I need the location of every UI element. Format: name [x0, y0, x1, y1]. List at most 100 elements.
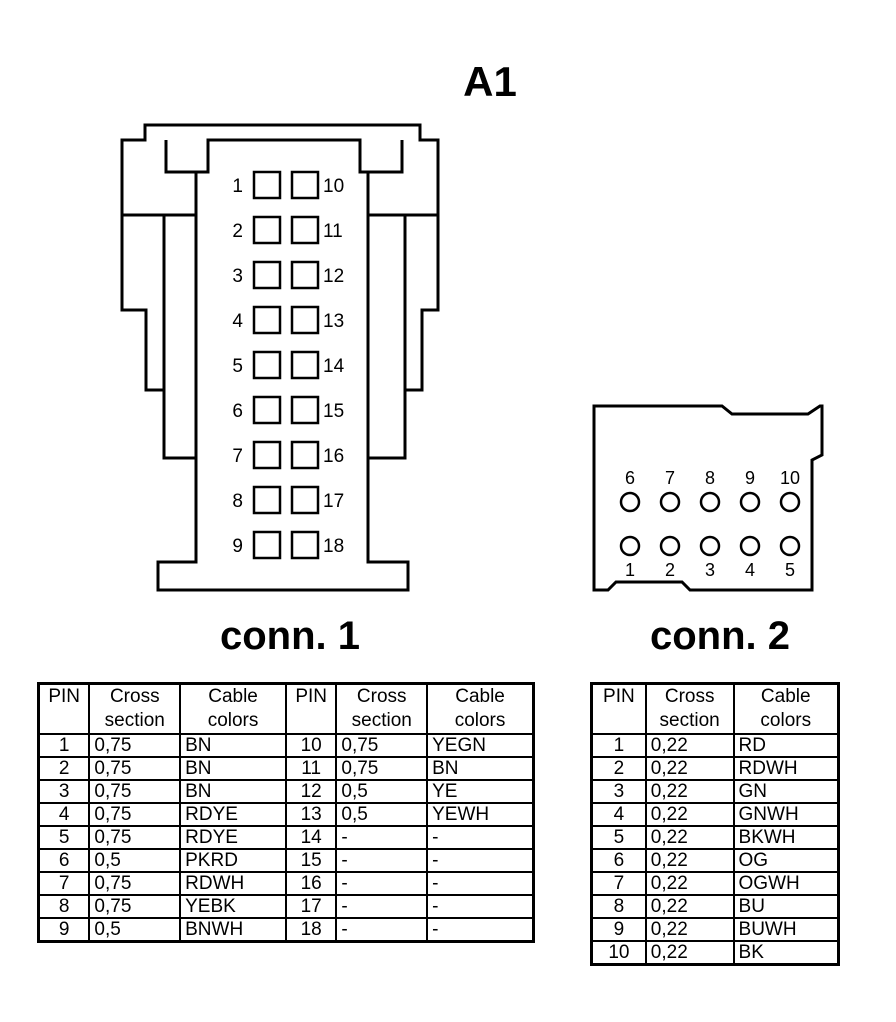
pin-number-label: 5 [785, 560, 795, 580]
pin-cell: 10 [284, 733, 338, 758]
pin-socket [252, 215, 282, 245]
pin-number-label: 5 [232, 356, 243, 377]
pin-number-label: 16 [323, 446, 344, 467]
pin-cell: 8 [37, 894, 91, 919]
pin-cell: 11 [284, 756, 338, 781]
cross-section-cell: 0,22 [644, 733, 735, 758]
pin-number-label: 11 [323, 221, 343, 242]
pin-cell: 2 [590, 756, 647, 781]
pin-socket [252, 440, 282, 470]
cross-section-cell: 0,5 [88, 917, 182, 943]
pin-cell: 16 [284, 871, 338, 896]
header-cross-section: Cross section [335, 682, 429, 735]
pin-cell: 4 [37, 802, 91, 827]
cross-section-cell: 0,5 [335, 779, 429, 804]
cross-section-cell: 0,5 [335, 802, 429, 827]
cable-color-cell: GN [732, 779, 840, 804]
pin-number-label: 1 [625, 560, 635, 580]
pin-number-label: 1 [232, 176, 243, 197]
cross-section-cell: 0,75 [88, 756, 182, 781]
cable-color-cell: BUWH [732, 917, 840, 942]
cross-section-cell: 0,75 [335, 733, 429, 758]
cable-color-cell: BNWH [179, 917, 287, 943]
cable-color-cell: BN [179, 733, 287, 758]
pin-number-label: 18 [323, 536, 344, 557]
cross-section-cell: 0,75 [88, 825, 182, 850]
pin-number-label: 2 [232, 221, 243, 242]
pin-socket [619, 491, 641, 513]
pin-number-label: 4 [745, 560, 755, 580]
pin-socket [252, 350, 282, 380]
pin-socket [252, 305, 282, 335]
pin-cell: 3 [37, 779, 91, 804]
pin-cell: 5 [590, 825, 647, 850]
pin-cell: 9 [590, 917, 647, 942]
header-cross-section: Cross section [88, 682, 182, 735]
header-cable-colors: Cable colors [732, 682, 840, 735]
pin-cell: 13 [284, 802, 338, 827]
pin-socket [779, 491, 801, 513]
connector-1-table: PIN Cross section Cable colors PIN Cross… [37, 682, 535, 943]
cable-color-cell: YEBK [179, 894, 287, 919]
pin-cell: 5 [37, 825, 91, 850]
cross-section-cell: 0,75 [88, 733, 182, 758]
pin-cell: 1 [37, 733, 91, 758]
pin-socket [739, 535, 761, 557]
table-header-row: PIN Cross section Cable colors [590, 682, 840, 735]
cable-color-cell: BN [426, 756, 535, 781]
cross-section-cell: 0,22 [644, 871, 735, 896]
cross-section-cell: - [335, 894, 429, 919]
pin-number-label: 8 [705, 468, 715, 488]
cable-color-cell: YEGN [426, 733, 535, 758]
pin-cell: 9 [37, 917, 91, 943]
pin-socket [779, 535, 801, 557]
pin-socket [290, 350, 320, 380]
pin-socket [619, 535, 641, 557]
pin-number-label: 6 [232, 401, 243, 422]
cross-section-cell: 0,75 [88, 894, 182, 919]
header-cross-section: Cross section [644, 682, 735, 735]
cable-color-cell: OG [732, 848, 840, 873]
pin-cell: 10 [590, 940, 647, 966]
pin-number-label: 14 [323, 356, 345, 377]
pin-socket [290, 530, 320, 560]
cross-section-cell: 0,22 [644, 756, 735, 781]
header-cable-colors: Cable colors [426, 682, 535, 735]
connector-2-housing [592, 404, 824, 592]
cross-section-cell: 0,75 [88, 871, 182, 896]
pin-number-label: 15 [323, 401, 344, 422]
pin-number-label: 8 [232, 491, 243, 512]
cross-section-cell: 0,22 [644, 779, 735, 804]
cross-section-cell: 0,22 [644, 940, 735, 966]
pin-socket [290, 215, 320, 245]
pin-cell: 4 [590, 802, 647, 827]
cable-color-cell: BKWH [732, 825, 840, 850]
cable-color-cell: RDWH [179, 871, 287, 896]
table-header-row: PIN Cross section Cable colors PIN Cross… [37, 682, 535, 735]
pin-socket [290, 440, 320, 470]
cable-color-cell: YEWH [426, 802, 535, 827]
pin-cell: 6 [590, 848, 647, 873]
pin-number-label: 7 [665, 468, 675, 488]
connector-2-label: conn. 2 [649, 614, 791, 658]
cable-color-cell: BU [732, 894, 840, 919]
cable-color-cell: BN [179, 756, 287, 781]
pin-cell: 14 [284, 825, 338, 850]
pin-socket [252, 530, 282, 560]
cable-color-cell: PKRD [179, 848, 287, 873]
cable-color-cell: RD [732, 733, 840, 758]
pin-number-label: 12 [323, 266, 344, 287]
